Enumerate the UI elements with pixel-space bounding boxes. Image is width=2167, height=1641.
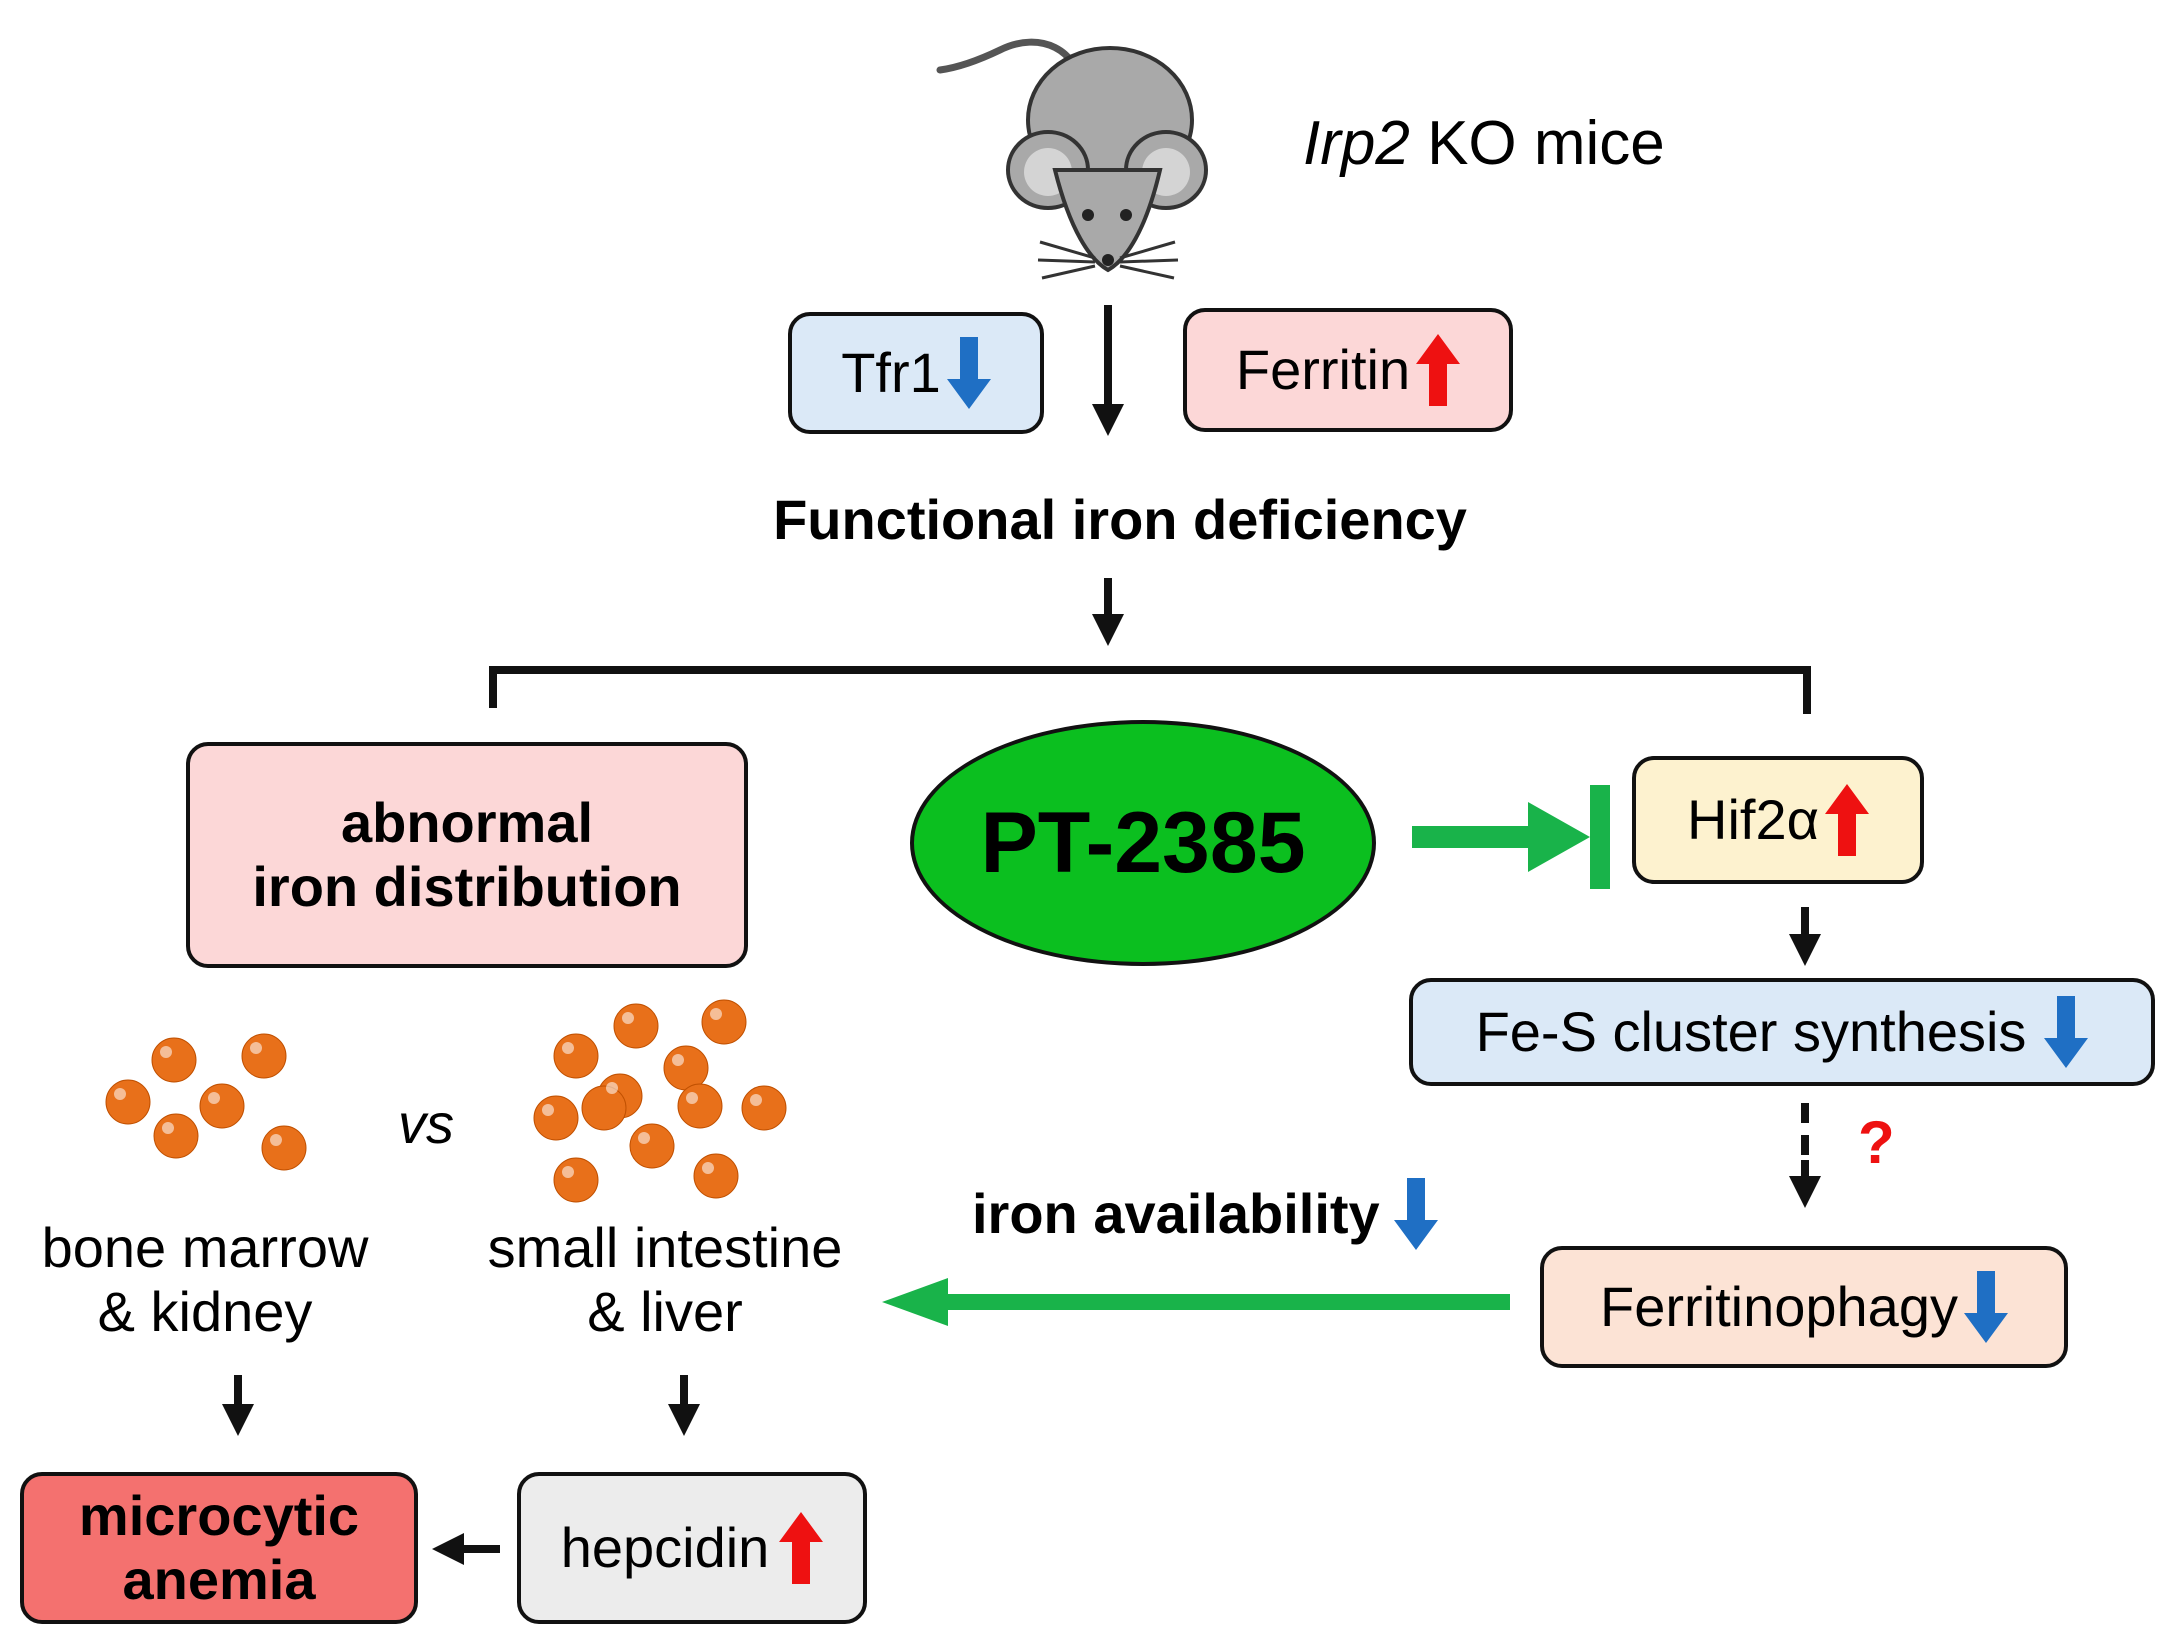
diagram-title: Irp2 KO mice [1303,108,1665,179]
ferritinophagy-to-liver-arrowhead [882,1278,948,1326]
iron-particles-intestine-liver [533,999,787,1203]
ferritinophagy-label: Ferritinophagy [1600,1274,1958,1338]
microcytic-anemia-box: microcytic anemia [20,1472,418,1624]
mouse-icon [936,38,1208,280]
iron-particles-bone-marrow [105,1033,307,1171]
up-arrow-icon [779,1512,824,1584]
anemia-line1: microcytic [78,1483,360,1547]
hif2a-label: Hif2α [1687,787,1819,851]
vs-label: vs [398,1092,454,1155]
down-arrow-icon [1393,1178,1438,1250]
anemia-line2: anemia [122,1548,316,1611]
small-intestine-line1: small intestine [487,1216,843,1279]
hif2a-box: Hif2α [1632,756,1924,884]
gene-name: Irp2 [1303,109,1410,178]
abnormal-line1: abnormal [340,790,594,854]
down-arrow-icon [1963,1271,2008,1343]
ferritinophagy-box: Ferritinophagy [1540,1246,2068,1368]
fes-label: Fe-S cluster synthesis [1475,999,2027,1063]
tfr1-box: Tfr1 [788,312,1044,434]
inhibition-arrowhead [1528,802,1590,872]
tfr1-label: Tfr1 [841,340,941,404]
bone-marrow-line2: & kidney [97,1280,313,1344]
fes-cluster-synthesis-box: Fe-S cluster synthesis [1409,978,2155,1086]
bone-marrow-line1: bone marrow [41,1216,369,1279]
iron-availability-label: iron availability [972,1181,1380,1245]
branch-bracket [489,666,1811,714]
hepcidin-label: hepcidin [560,1515,770,1579]
up-arrow-icon [1416,334,1461,406]
pt-2385-ellipse: PT-2385 [910,720,1376,966]
bone-marrow-kidney-label: bone marrow & kidney [20,1216,390,1345]
functional-iron-deficiency-label: Functional iron deficiency [773,488,1467,551]
drug-label: PT-2385 [980,794,1306,891]
title-rest: KO mice [1427,109,1665,178]
ferritin-box: Ferritin [1183,308,1513,432]
down-arrow-icon [2044,996,2089,1068]
small-intestine-liver-label: small intestine & liver [470,1216,860,1345]
hepcidin-box: hepcidin [517,1472,867,1624]
small-intestine-line2: & liver [587,1280,743,1344]
question-mark: ? [1858,1109,1895,1176]
ferritin-label: Ferritin [1235,337,1411,401]
down-arrow-icon [946,337,991,409]
iron-availability: iron availability [972,1178,1438,1250]
abnormal-line2: iron distribution [252,855,682,918]
inhibition-bar [1590,785,1610,889]
abnormal-iron-distribution-box: abnormal iron distribution [186,742,748,968]
up-arrow-icon [1824,784,1869,856]
